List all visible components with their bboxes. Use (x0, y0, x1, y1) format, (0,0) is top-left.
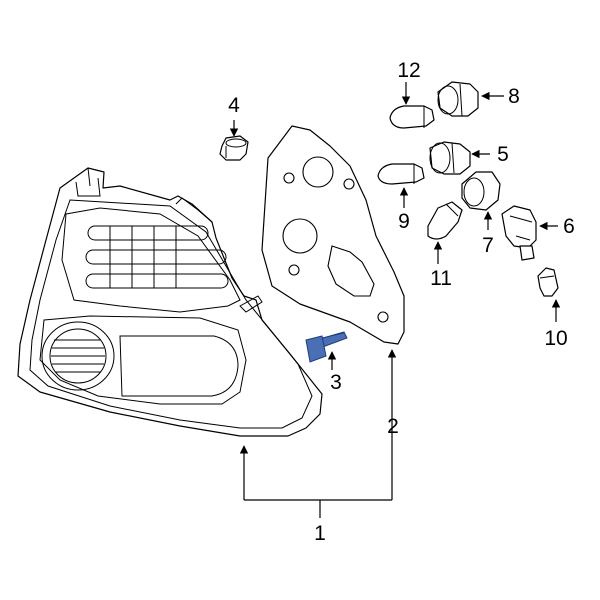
wedge-bulb-10[interactable] (537, 267, 559, 297)
callout-9: 9 (398, 210, 410, 233)
bulb-socket-6[interactable] (501, 205, 537, 261)
bulb-socket-8[interactable] (437, 81, 479, 117)
bulb-socket-7[interactable] (461, 171, 501, 211)
callout-8: 8 (508, 85, 520, 108)
callout-4: 4 (228, 94, 240, 117)
lamp-gasket[interactable] (261, 125, 405, 345)
callout-10: 10 (544, 327, 567, 350)
callout-1: 1 (314, 522, 326, 545)
tail-lamp-assembly[interactable] (17, 167, 323, 437)
wedge-bulb-11[interactable] (427, 201, 463, 240)
mounting-screw[interactable] (305, 331, 348, 363)
callout-11: 11 (430, 267, 452, 290)
callout-5: 5 (497, 143, 509, 166)
wedge-bulb-12[interactable] (389, 105, 435, 129)
retainer-clip[interactable] (219, 135, 249, 161)
wedge-bulb-9[interactable] (377, 163, 425, 185)
callout-7: 7 (482, 234, 494, 257)
callout-labels: 1 2 3 4 5 6 7 8 9 10 11 12 (228, 59, 575, 545)
callout-3: 3 (330, 371, 342, 394)
callout-2: 2 (387, 415, 399, 438)
callout-12: 12 (397, 59, 420, 82)
leader-lines (229, 82, 561, 518)
callout-6: 6 (563, 215, 575, 238)
bulb-socket-5[interactable] (429, 141, 471, 175)
